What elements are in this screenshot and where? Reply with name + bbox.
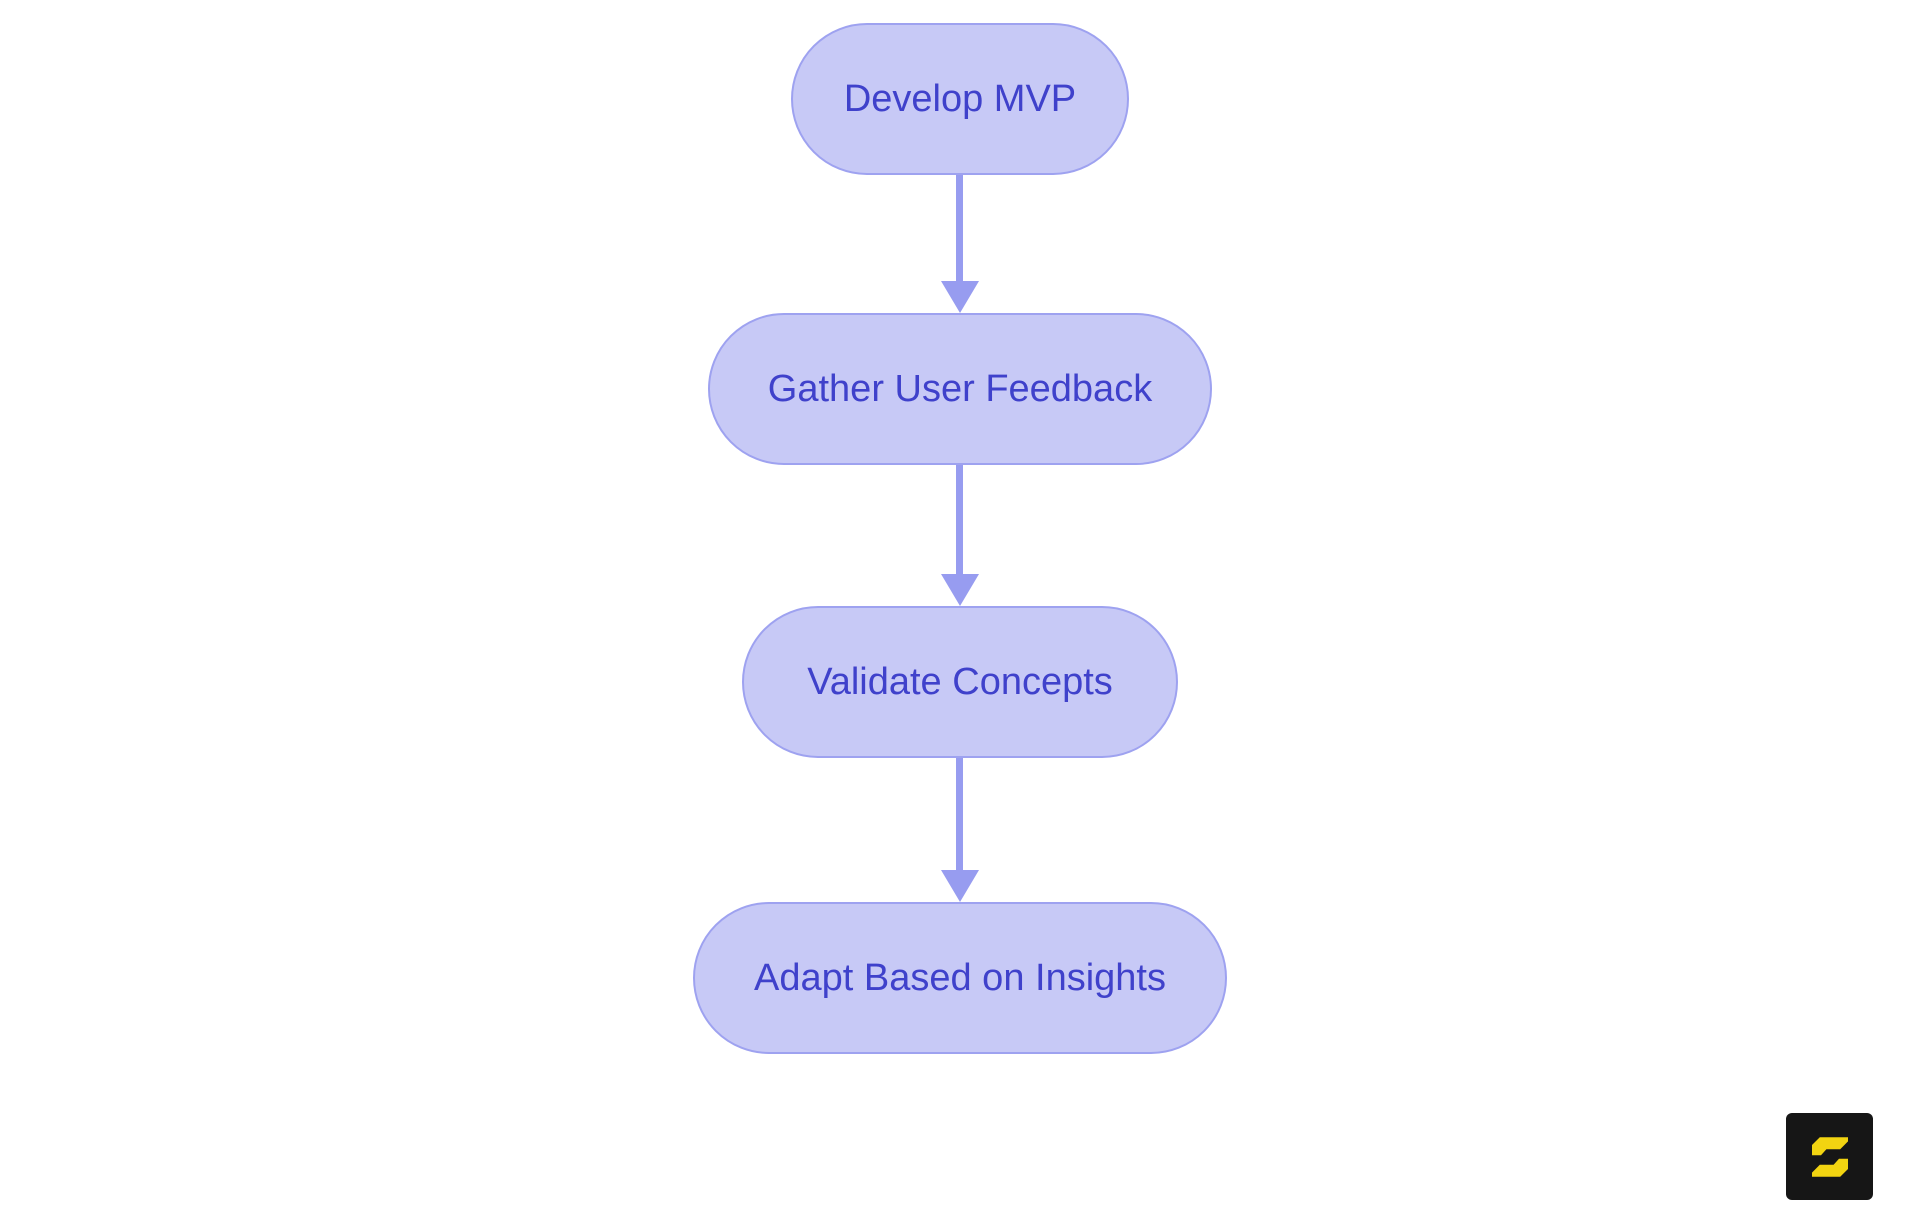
flow-node-validate-concepts: Validate Concepts: [742, 606, 1178, 758]
arrow-down-icon: [941, 281, 979, 313]
watermark-logo: [1786, 1113, 1873, 1200]
edge-arrow-line-2: [956, 465, 963, 576]
flow-node-label: Gather User Feedback: [767, 367, 1153, 410]
flow-node-label: Validate Concepts: [807, 660, 1113, 703]
flow-node-gather-user-feedback: Gather User Feedback: [708, 313, 1212, 465]
flow-node-label: Develop MVP: [843, 77, 1077, 120]
flow-node-label: Adapt Based on Insights: [754, 956, 1166, 999]
s-logo-icon: [1800, 1127, 1860, 1187]
arrow-down-icon: [941, 574, 979, 606]
edge-arrow-line-3: [956, 758, 963, 872]
flow-node-develop-mvp: Develop MVP: [791, 23, 1129, 175]
arrow-down-icon: [941, 870, 979, 902]
edge-arrow-line-1: [956, 175, 963, 283]
flow-node-adapt-based-on-insights: Adapt Based on Insights: [693, 902, 1227, 1054]
